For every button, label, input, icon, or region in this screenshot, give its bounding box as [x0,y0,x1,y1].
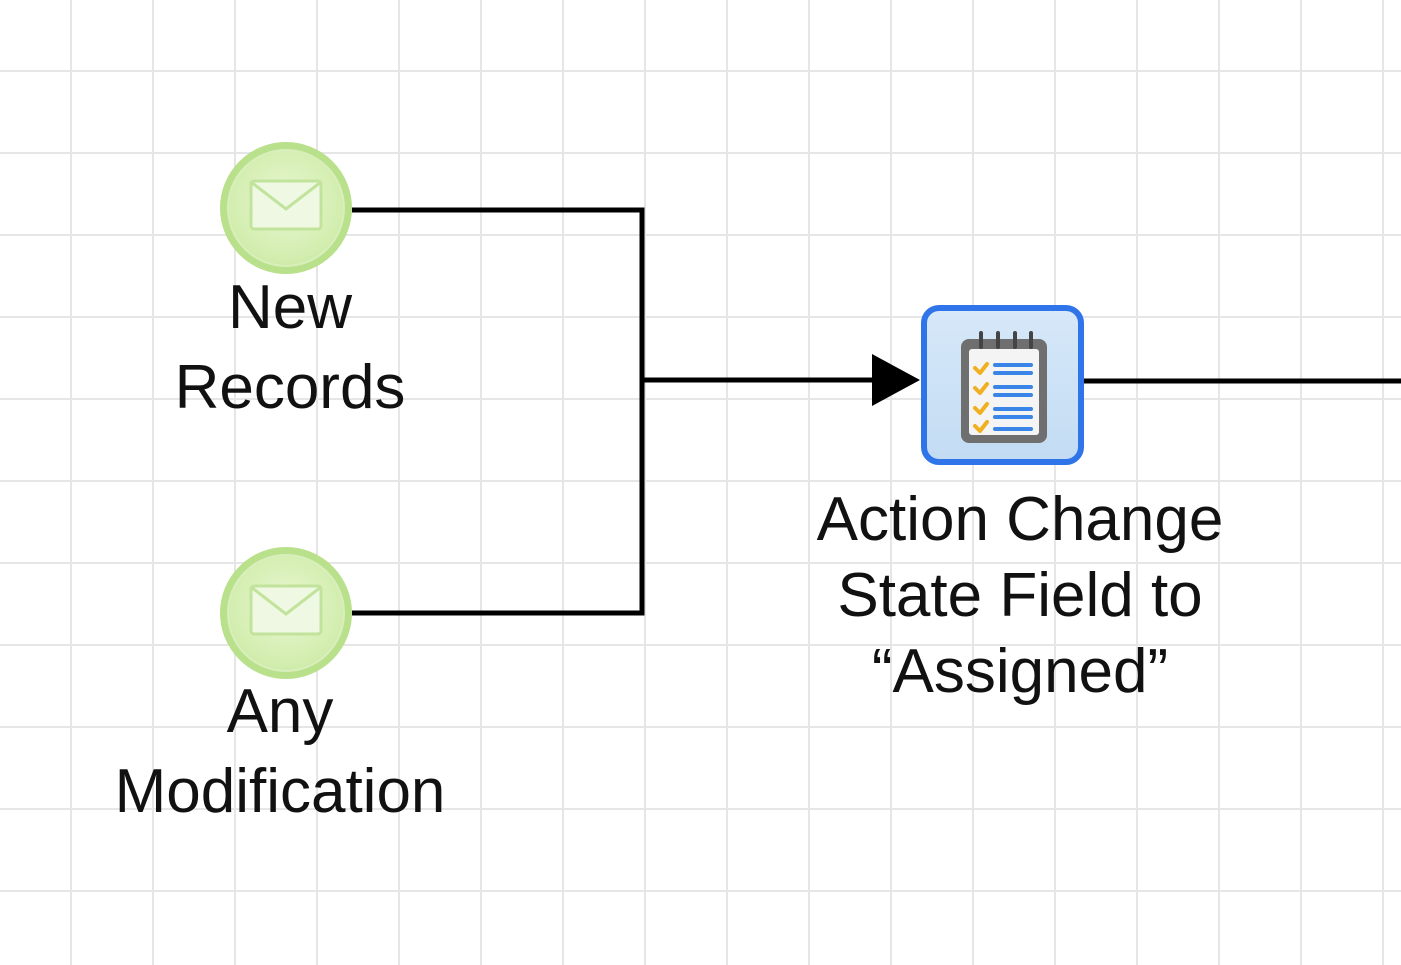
envelope-icon [249,584,323,636]
start-event-new-records[interactable] [220,142,352,274]
start-event-any-modification[interactable] [220,547,352,679]
label-line: New [227,273,353,342]
label-line: State Field to [837,561,1203,630]
label-line: Any [226,677,334,746]
label-new-records: New Records [140,268,440,428]
label-line: Records [174,353,406,422]
connector-any-modification[interactable] [352,380,645,616]
checklist-icon [961,331,1047,443]
label-any-modification: Any Modification [90,672,470,832]
envelope-icon [249,179,323,231]
connector-new-records[interactable] [352,207,645,380]
label-line: “Assigned” [871,637,1169,706]
label-action-change-state: Action Change State Field to “Assigned” [800,482,1240,710]
label-line: Action Change [816,485,1224,554]
task-action-change-state[interactable] [921,305,1084,465]
arrowhead-icon [872,354,920,406]
label-line: Modification [114,757,446,826]
